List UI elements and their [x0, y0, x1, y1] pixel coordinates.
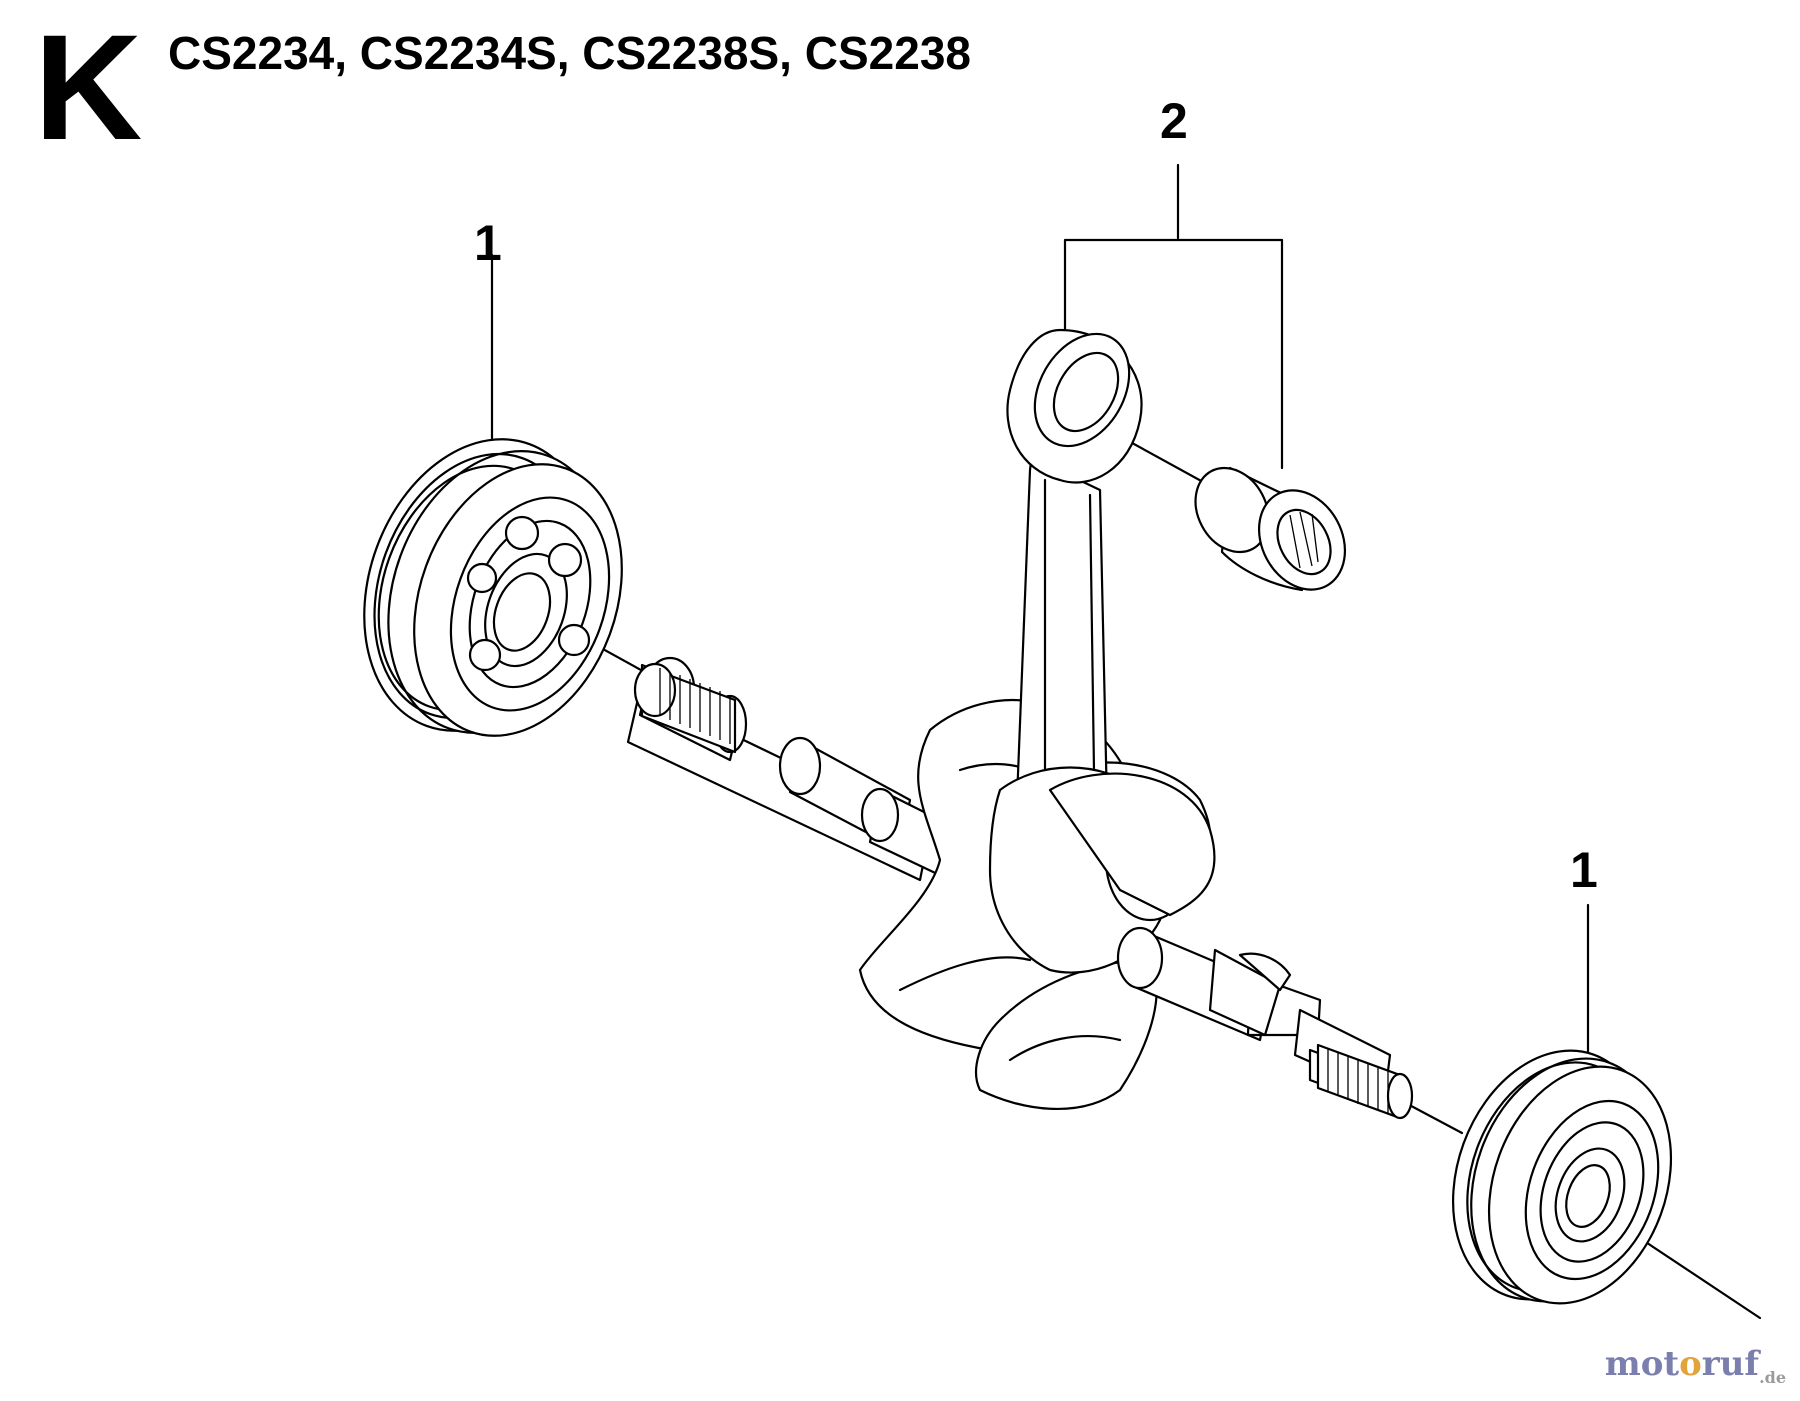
- callout-part-2: 2: [1160, 93, 1188, 149]
- ball-bearing-right: [1451, 1049, 1673, 1305]
- crankshaft-right-thread: [1316, 1043, 1414, 1120]
- motoruf-watermark-logo: motoruf.de: [1604, 1344, 1786, 1387]
- needle-bearing: [1194, 466, 1347, 592]
- crankshaft-assembly: [626, 328, 1414, 1120]
- leader-lines: [490, 163, 1590, 1064]
- model-list: CS2234, CS2234S, CS2238S, CS2238: [168, 27, 971, 79]
- connecting-rod: [988, 328, 1216, 974]
- callout-part-1-left: 1: [474, 215, 502, 271]
- crankshaft-left-thread: [633, 662, 737, 754]
- section-letter: K: [34, 3, 142, 171]
- callout-part-1-right: 1: [1570, 842, 1598, 898]
- ball-bearing-left: [363, 438, 623, 737]
